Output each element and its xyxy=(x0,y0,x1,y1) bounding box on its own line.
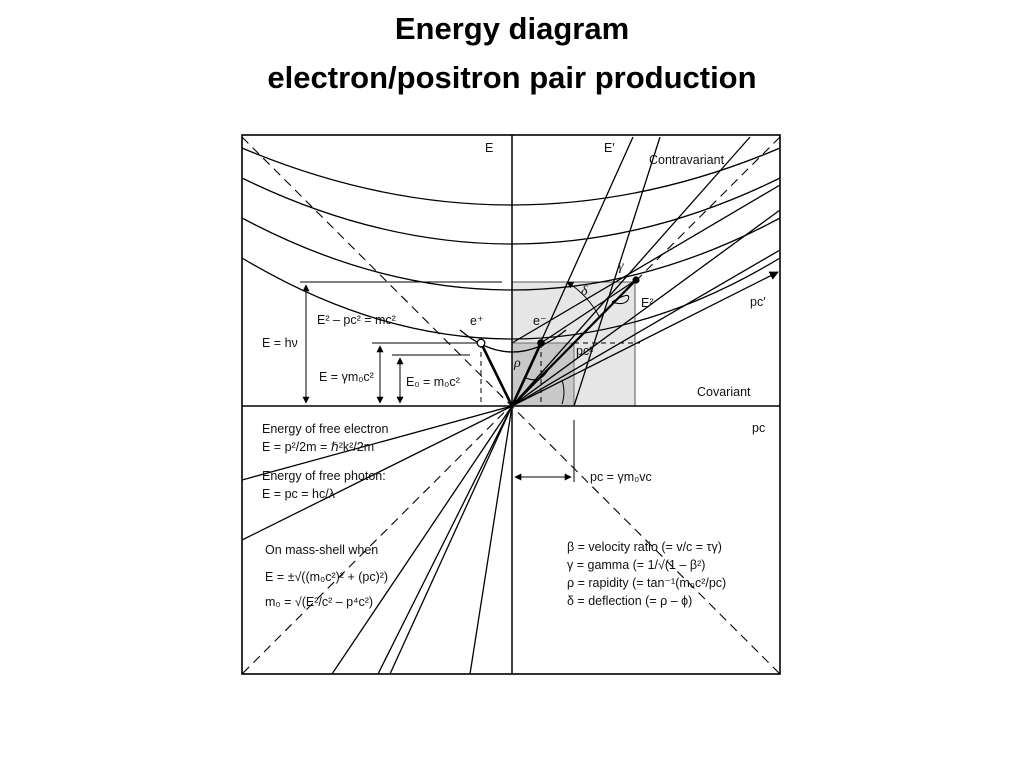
electron-label: e⁻ xyxy=(533,314,547,328)
parallel-line-1 xyxy=(573,136,661,407)
photon-point xyxy=(632,276,640,284)
legend-gamma: γ = gamma (= 1/√(1 – β²) xyxy=(567,558,705,572)
energy-prime-axis-label: E′ xyxy=(604,141,615,155)
pc-prime-axis xyxy=(511,271,779,407)
slide-title-line-2: electron/positron pair production xyxy=(267,60,757,95)
delta-label: δ xyxy=(581,284,588,299)
e-squared-label: E² xyxy=(641,296,654,310)
electron-to-photon-line xyxy=(540,279,637,344)
legend-beta: β = velocity ratio (= v/c = τγ) xyxy=(567,540,722,554)
diagram-frame xyxy=(241,134,781,675)
note-mass-shell-energy: E = ±√((m₀c²)² + (pc)²) xyxy=(265,570,388,584)
note-free-photon-equation: E = pc = hc/λ xyxy=(262,487,336,501)
gamma-label: γ xyxy=(618,259,624,274)
legend-delta: δ = deflection (= ρ – ϕ) xyxy=(567,594,692,608)
positron-point xyxy=(476,338,486,348)
note-mass-shell-mass: m₀ = √(E²/c² – p⁴c²) xyxy=(265,595,373,609)
free-electron-line xyxy=(242,405,513,481)
rest-energy-label: E₀ = m₀c² xyxy=(406,375,460,389)
covariant-arc xyxy=(561,379,565,405)
mass-shell-curve-2 xyxy=(242,177,780,245)
steep-line-lower xyxy=(469,405,513,674)
gamma-energy-label: E = γm₀c² xyxy=(319,370,374,384)
covariant-label: Covariant xyxy=(697,385,751,399)
slide-title-line-1: Energy diagram xyxy=(394,11,630,46)
gamma-line xyxy=(511,209,780,407)
photon-loop xyxy=(611,294,630,305)
contravariant-line xyxy=(511,136,751,407)
parallel-line-2 xyxy=(511,184,780,344)
positron-label: e⁺ xyxy=(470,314,484,328)
mass-shell-equation-label: E² – pc² = mc² xyxy=(317,313,396,327)
contravariant-label: Contravariant xyxy=(649,153,725,167)
electron-vector xyxy=(510,342,543,407)
electron-point xyxy=(537,339,545,347)
rho-label: ρ xyxy=(513,356,521,371)
pc-gamma-label: pc = γm₀vc xyxy=(590,470,652,484)
note-free-photon-title: Energy of free photon: xyxy=(262,469,386,483)
positron-vector xyxy=(479,342,514,407)
delta-angle-arc xyxy=(566,281,601,319)
pc-prime-axis-label: pc′ xyxy=(750,295,766,309)
contravariant-line-lower xyxy=(331,405,513,674)
energy-axis-label: E xyxy=(485,141,493,155)
e-eq-hnu-label: E = hν xyxy=(262,336,298,350)
free-photon-line xyxy=(242,405,513,541)
photon-line xyxy=(511,249,780,407)
legend-rho: ρ = rapidity (= tan⁻¹(m₀c²/pc) xyxy=(567,576,726,590)
note-mass-shell-title: On mass-shell when xyxy=(265,543,378,557)
pc-squared-label: pc² xyxy=(576,344,593,358)
note-free-electron-title: Energy of free electron xyxy=(262,422,389,436)
mass-shell-curve-3 xyxy=(242,217,780,291)
momentum-axis-label: pc xyxy=(752,421,765,435)
rho-angle-arc xyxy=(525,369,549,381)
note-free-electron-equation: E = p²/2m = ℏ²k²/2m xyxy=(262,440,374,454)
gamma-line-lower xyxy=(389,405,513,674)
e-prime-axis-lower xyxy=(377,405,513,674)
